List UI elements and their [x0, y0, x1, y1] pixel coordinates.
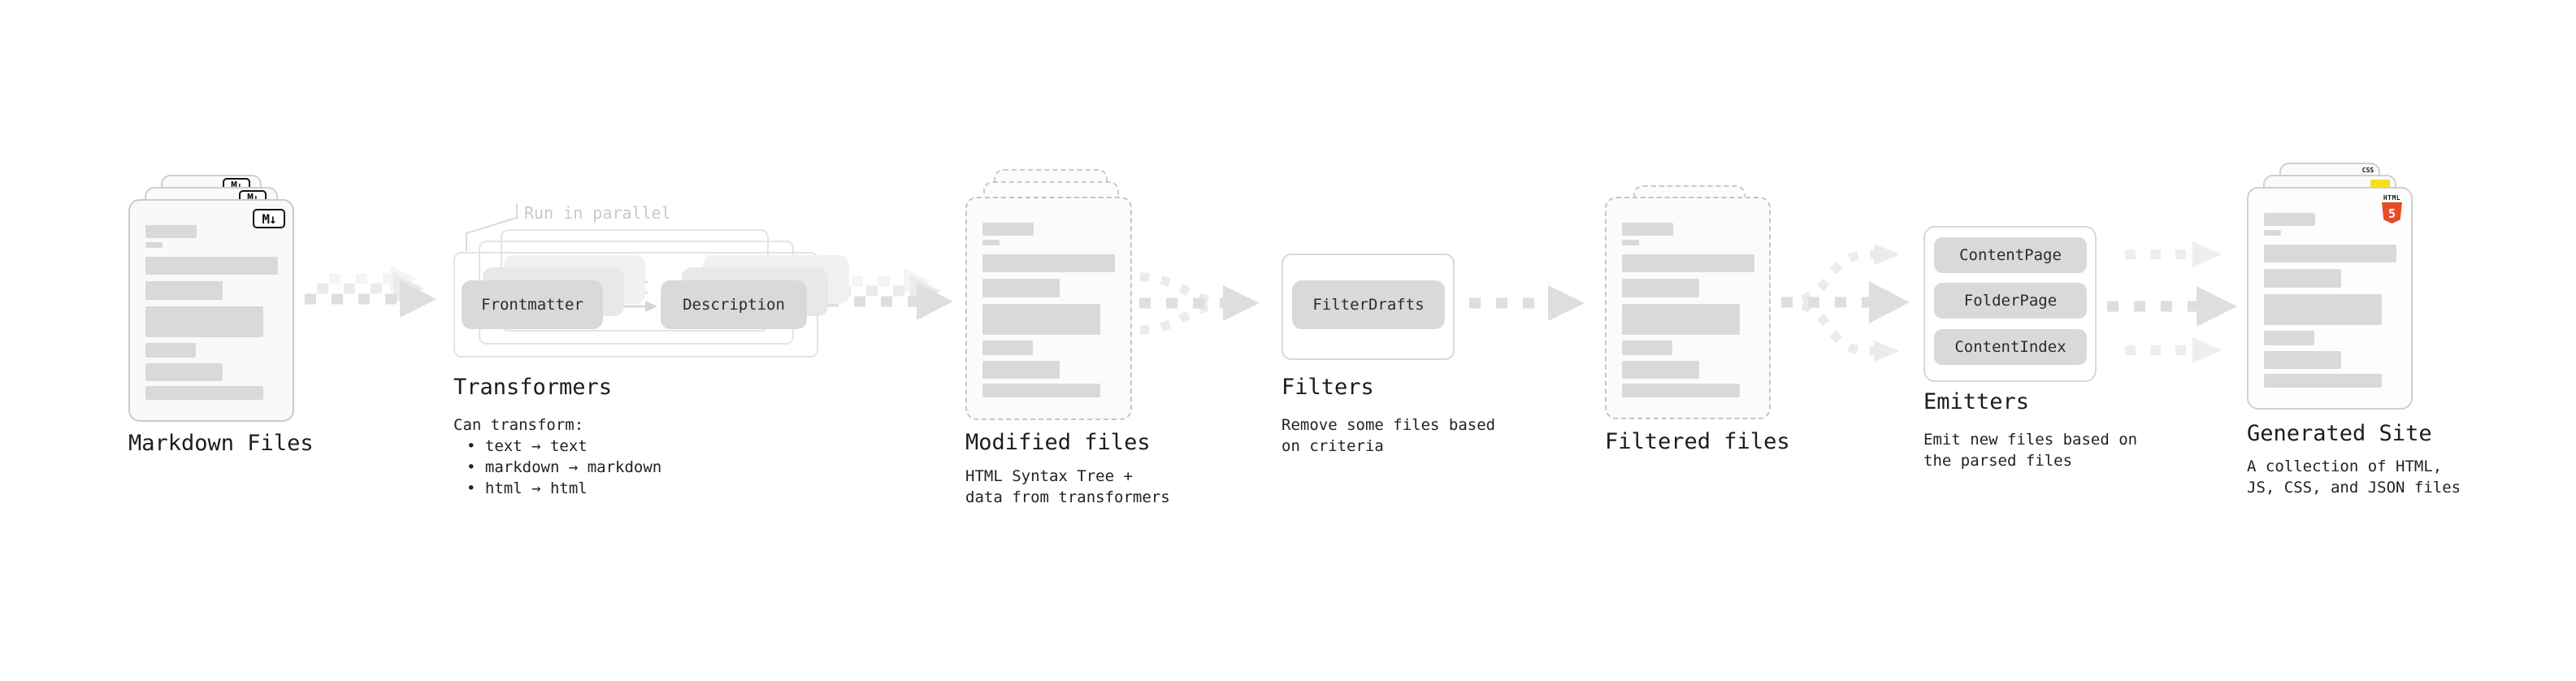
modified-desc-line: data from transformers [965, 488, 1170, 506]
css-icon-label: CSS [2361, 167, 2374, 174]
generated-site-description: A collection of HTML, JS, CSS, and JSON … [2247, 456, 2461, 498]
filters-desc-line: Remove some files based [1281, 416, 1496, 434]
transformers-bullet: • markdown → markdown [466, 458, 662, 476]
placeholder-bar [2264, 331, 2314, 345]
emitters-label: Emitters [1923, 389, 2030, 414]
markdown-icon: M↓ [253, 209, 285, 228]
site-file-card: HTML 5 [2247, 187, 2413, 410]
placeholder-bar [145, 343, 196, 358]
placeholder-bar [982, 384, 1100, 397]
description-pill: Description [661, 280, 807, 329]
placeholder-bar [982, 361, 1060, 379]
transformers-desc-title: Can transform: [453, 416, 584, 434]
html5-icon-shield: 5 [2382, 202, 2402, 223]
placeholder-bar [1622, 254, 1754, 272]
html5-icon: HTML 5 [2381, 194, 2403, 223]
generated-site-label: Generated Site [2247, 421, 2432, 446]
arrow-filtered-to-emitters [1781, 244, 1910, 362]
placeholder-bar [2264, 294, 2382, 325]
placeholder-bar [2264, 230, 2281, 236]
placeholder-bar [2264, 213, 2315, 226]
placeholder-bar [982, 240, 1000, 245]
arrow-filters-to-filtered [1469, 285, 1585, 321]
placeholder-bar [2264, 245, 2396, 262]
transformers-bullet: • text → text [466, 437, 588, 455]
placeholder-bar [145, 281, 223, 300]
arrow-transformers-to-modified [827, 268, 953, 320]
html5-icon-label: HTML [2383, 194, 2401, 202]
placeholder-bar [1622, 384, 1740, 397]
placeholder-bar [2264, 269, 2341, 288]
placeholder-bar [1622, 304, 1740, 335]
modified-file-card [965, 197, 1132, 420]
placeholder-bar [982, 254, 1115, 272]
placeholder-bar [145, 242, 163, 248]
placeholder-bar [982, 304, 1100, 335]
frontmatter-pill: Frontmatter [462, 280, 603, 329]
emitters-description: Emit new files based on the parsed files [1923, 429, 2137, 471]
markdown-files-label: Markdown Files [128, 431, 314, 456]
document-placeholder-bars [2264, 213, 2398, 388]
placeholder-bar [1622, 223, 1673, 236]
placeholder-bar [982, 340, 1033, 355]
placeholder-bar [1622, 279, 1699, 297]
arrows-emitters-to-site [2107, 241, 2237, 363]
placeholder-bar [2264, 351, 2341, 369]
transformers-description: Can transform: • text → text • markdown … [453, 414, 661, 499]
run-in-parallel-note: Run in parallel [524, 203, 671, 223]
filtered-files-label: Filtered files [1605, 429, 1790, 454]
contentpage-pill: ContentPage [1934, 237, 2087, 273]
placeholder-bar [2264, 374, 2382, 388]
document-placeholder-bars [1622, 223, 1756, 397]
site-desc-line: JS, CSS, and JSON files [2247, 479, 2461, 497]
placeholder-bar [1622, 361, 1699, 379]
emitters-desc-line: Emit new files based on [1923, 431, 2138, 449]
filters-desc-line: on criteria [1281, 437, 1384, 455]
modified-desc-line: HTML Syntax Tree + [965, 467, 1133, 485]
transformers-bullet: • html → html [466, 479, 588, 497]
filters-label: Filters [1281, 375, 1374, 400]
document-placeholder-bars [145, 225, 280, 400]
placeholder-bar [145, 225, 197, 238]
transformers-label: Transformers [453, 375, 613, 400]
run-in-parallel-connector [466, 204, 518, 251]
placeholder-bar [145, 257, 278, 275]
placeholder-bar [1622, 240, 1639, 245]
placeholder-bar [982, 223, 1034, 236]
filtered-file-card [1605, 197, 1771, 419]
markdown-file-card: M↓ [128, 199, 294, 422]
modified-files-label: Modified files [965, 430, 1151, 455]
placeholder-bar [982, 279, 1060, 297]
document-placeholder-bars [982, 223, 1117, 397]
modified-files-description: HTML Syntax Tree + data from transformer… [965, 466, 1170, 508]
emitters-desc-line: the parsed files [1923, 452, 2073, 470]
placeholder-bar [145, 363, 223, 381]
contentindex-pill: ContentIndex [1934, 329, 2087, 365]
site-desc-line: A collection of HTML, [2247, 458, 2443, 475]
placeholder-bar [1622, 340, 1672, 355]
folderpage-pill: FolderPage [1934, 283, 2087, 319]
filters-description: Remove some files based on criteria [1281, 414, 1495, 457]
placeholder-bar [145, 386, 263, 400]
placeholder-bar [145, 306, 263, 337]
arrow-markdown-to-transformers [305, 266, 436, 318]
arrow-modified-to-filters [1139, 272, 1260, 335]
filterdrafts-pill: FilterDrafts [1292, 280, 1445, 329]
